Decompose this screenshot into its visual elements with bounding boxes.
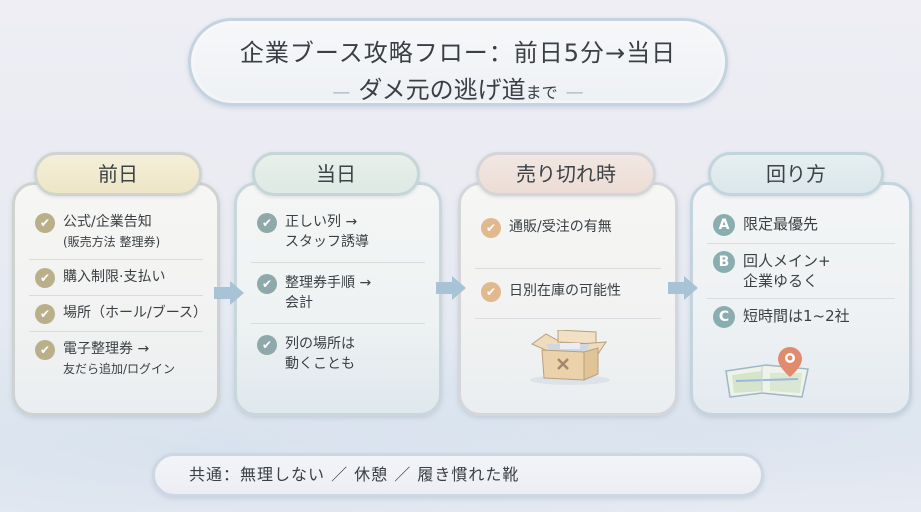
item-text: 購入制限·支払い — [63, 269, 166, 285]
list-item: ✔ 電子整理券 → 友だら追加/ログイン — [29, 332, 203, 386]
item-text: 正しい列 → — [285, 214, 358, 230]
check-icon: ✔ — [257, 213, 277, 233]
list-item: ✔ 整理券手順 → 会計 — [251, 263, 425, 324]
list-item: ✔ 通販/受注の有無 — [475, 205, 661, 269]
dash-left: — — [332, 82, 351, 103]
check-icon: ✔ — [257, 274, 277, 294]
item-text: 限定最優先 — [743, 215, 819, 233]
list-item: ✔ 場所（ホール/ブース） — [29, 296, 208, 332]
list-item: C 短時間は1~2社 — [707, 299, 895, 335]
item-subtext: スタッフ誘導 — [285, 234, 369, 250]
item-text: 回人メイン+ — [743, 252, 831, 270]
tab-sold-out: 売り切れ時 — [476, 152, 656, 196]
list-item: B 回人メイン+ 企業ゆるく — [707, 244, 895, 299]
item-text: 整理券手順 → — [285, 275, 372, 291]
check-icon: ✔ — [35, 304, 55, 324]
tab-route: 回り方 — [708, 152, 884, 196]
item-subtext: 友だら追加/ログイン — [63, 362, 176, 376]
item-subtext: 企業ゆるく — [743, 272, 819, 290]
badge-b: B — [713, 251, 735, 273]
item-subtext: (販売方法 整理券) — [63, 235, 161, 249]
list-item: ✔ 購入制限·支払い — [29, 260, 203, 296]
title-banner: 企業ブース攻略フロー：前日5分→当日 — ダメ元の逃げ道まで — — [188, 18, 728, 106]
empty-box-icon — [520, 329, 612, 390]
list-item: ✔ 正しい列 → スタッフ誘導 — [251, 205, 425, 263]
card-event-day: ✔ 正しい列 → スタッフ誘導 ✔ 整理券手順 → 会計 ✔ 列の場所は動くことも — [234, 182, 442, 416]
item-text: 公式/企業告知 — [63, 214, 152, 230]
check-icon: ✔ — [481, 282, 501, 302]
tab-event-day: 当日 — [252, 152, 420, 196]
arrow-right-icon — [214, 281, 244, 305]
badge-c: C — [713, 306, 735, 328]
check-icon: ✔ — [481, 218, 501, 238]
footer-text: 共通：無理しない ／ 休憩 ／ 履き慣れた靴 — [189, 465, 520, 484]
card-day-before: ✔ 公式/企業告知 (販売方法 整理券) ✔ 購入制限·支払い ✔ 場所（ホール/… — [12, 182, 220, 416]
tab-day-before: 前日 — [34, 152, 202, 196]
list-item: ✔ 日別在庫の可能性 — [475, 269, 661, 319]
check-icon: ✔ — [35, 213, 55, 233]
arrow-right-icon — [436, 276, 466, 300]
footer-banner: 共通：無理しない ／ 休憩 ／ 履き慣れた靴 — [152, 453, 764, 497]
subtitle-small: まで — [525, 83, 558, 102]
map-pin-icon — [722, 345, 812, 405]
list-item: ✔ 列の場所は動くことも — [251, 324, 425, 381]
check-icon: ✔ — [35, 340, 55, 360]
check-icon: ✔ — [257, 335, 277, 355]
item-text: 場所（ホール/ブース） — [63, 305, 208, 321]
title-main: 企業ブース攻略フロー：前日5分→当日 — [239, 39, 677, 67]
item-subtext: 動くことも — [285, 356, 355, 372]
title-subtitle: — ダメ元の逃げ道まで — — [191, 70, 725, 105]
item-text: 電子整理券 → — [63, 341, 150, 357]
subtitle-main: ダメ元の逃げ道 — [358, 76, 526, 104]
item-text: 通販/受注の有無 — [509, 219, 612, 235]
list-item: ✔ 公式/企業告知 (販売方法 整理券) — [29, 205, 203, 260]
item-text: 短時間は1~2社 — [743, 307, 850, 325]
item-subtext: 会計 — [285, 295, 313, 311]
card-sold-out: ✔ 通販/受注の有無 ✔ 日別在庫の可能性 — [458, 182, 678, 416]
dash-right: — — [565, 82, 584, 103]
arrow-right-icon — [668, 276, 698, 300]
item-text: 日別在庫の可能性 — [509, 283, 621, 299]
badge-a: A — [713, 214, 735, 236]
list-item: A 限定最優先 — [707, 207, 895, 244]
item-text: 列の場所は — [285, 336, 355, 352]
check-icon: ✔ — [35, 268, 55, 288]
